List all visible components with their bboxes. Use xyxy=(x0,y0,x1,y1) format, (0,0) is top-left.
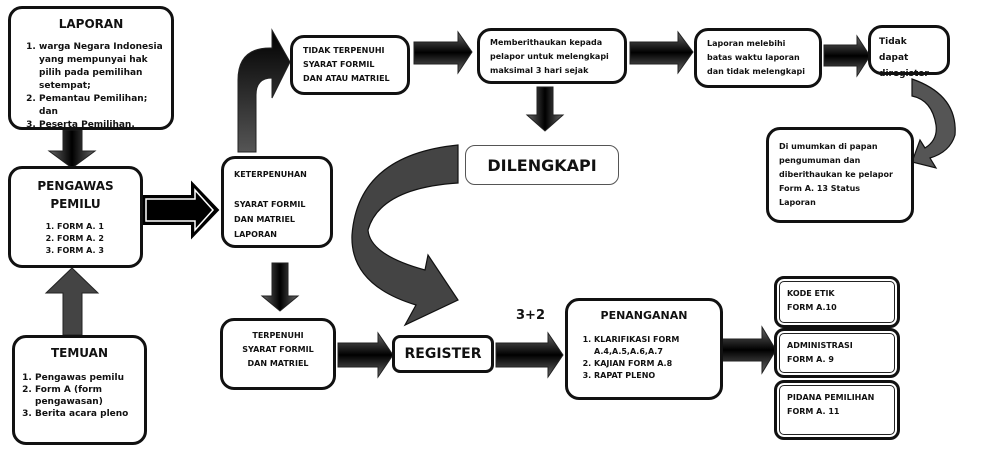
pengawas-title: PENGAWAS PEMILU xyxy=(17,177,134,213)
tidak-dapat-box: Tidak dapat diregister xyxy=(868,25,950,79)
arrow-memberitahukan-to-melebihi xyxy=(629,30,694,75)
outcome-administrasi: ADMINISTRASI FORM A. 9 xyxy=(774,328,900,378)
melebihi-line1: Laporan melebihi xyxy=(707,39,786,48)
pengawas-box: PENGAWAS PEMILU FORM A. 1 FORM A. 2 FORM… xyxy=(8,166,143,268)
temuan-item: Berita acara pleno xyxy=(35,408,138,420)
penanganan-item: KAJIAN FORM A.8 xyxy=(594,358,712,370)
penanganan-list: KLARIFIKASI FORM A.4,A.5,A.6,A.7 KAJIAN … xyxy=(576,334,712,382)
temuan-box: TEMUAN Pengawas pemilu Form A (form peng… xyxy=(12,335,147,445)
laporan-item: Peserta Pemilihan. xyxy=(39,119,163,132)
tidak-dapat-line1: Tidak dapat xyxy=(879,37,909,63)
laporan-item: warga Negara Indonesia yang mempunyai ha… xyxy=(39,41,163,93)
register-box: REGISTER xyxy=(392,335,494,373)
tidak-dapat-line2: diregister xyxy=(879,69,929,79)
days-label: 3+2 xyxy=(516,308,545,323)
temuan-list: Pengawas pemilu Form A (form pengawasan)… xyxy=(21,372,138,420)
pengawas-list: FORM A. 1 FORM A. 2 FORM A. 3 xyxy=(17,221,134,257)
memberitahukan-line3: maksimal 3 hari sejak xyxy=(490,66,589,75)
melebihi-line2: batas waktu laporan xyxy=(707,53,800,62)
arrow-melebihi-to-tidak-dapat xyxy=(823,34,871,78)
outcome-pidana: PIDANA PEMILIHAN FORM A. 11 xyxy=(774,380,900,440)
outcome-line1: PIDANA PEMILIHAN xyxy=(787,393,875,402)
terpenuhi-line3: DAN MATRIEL xyxy=(247,359,309,368)
register-label: REGISTER xyxy=(404,346,482,362)
penanganan-item: RAPAT PLENO xyxy=(594,370,712,382)
tidak-terpenuhi-line2: SYARAT FORMIL xyxy=(303,60,375,69)
diumumkan-line4: Form A. 13 Status xyxy=(779,184,861,193)
penanganan-item: KLARIFIKASI FORM A.4,A.5,A.6,A.7 xyxy=(594,334,712,358)
memberitahukan-line1: Memberithaukan kepada xyxy=(490,38,603,47)
tidak-terpenuhi-line1: TIDAK TERPENUHI xyxy=(303,46,385,55)
temuan-item: Form A (form pengawasan) xyxy=(35,384,138,408)
diumumkan-line1: Di umumkan di papan xyxy=(779,142,878,151)
arrow-dilengkapi-to-register xyxy=(351,144,459,327)
outcome-kode-etik: KODE ETIK FORM A.10 xyxy=(774,276,900,328)
melebihi-box: Laporan melebihi batas waktu laporan dan… xyxy=(694,28,822,88)
arrow-memberitahukan-to-dilengkapi xyxy=(525,86,565,132)
pengawas-item: FORM A. 1 xyxy=(57,221,134,233)
arrow-temuan-to-pengawas xyxy=(44,267,100,336)
keterpenuhan-box: KETERPENUHAN SYARAT FORMIL DAN MATRIEL L… xyxy=(221,156,333,248)
terpenuhi-line1: TERPENUHI xyxy=(252,331,304,340)
outcome-line2: FORM A. 11 xyxy=(787,407,840,416)
pengawas-item: FORM A. 2 xyxy=(57,233,134,245)
arrow-keterpenuhan-to-terpenuhi xyxy=(260,262,300,312)
pengawas-title-line1: PENGAWAS xyxy=(37,179,114,193)
dilengkapi-box: DILENGKAPI xyxy=(465,145,619,185)
terpenuhi-box: TERPENUHI SYARAT FORMIL DAN MATRIEL xyxy=(220,318,336,390)
diumumkan-box: Di umumkan di papan pengumuman dan diber… xyxy=(766,127,914,223)
memberitahukan-box: Memberithaukan kepada pelapor untuk mele… xyxy=(477,28,627,84)
laporan-box: LAPORAN warga Negara Indonesia yang memp… xyxy=(8,6,174,130)
memberitahukan-line2: pelapor untuk melengkapi xyxy=(490,52,609,61)
outcome-line2: FORM A. 9 xyxy=(787,355,834,364)
terpenuhi-line2: SYARAT FORMIL xyxy=(242,345,314,354)
diumumkan-line3: diberithaukan ke pelapor xyxy=(779,170,893,179)
dilengkapi-label: DILENGKAPI xyxy=(487,155,597,175)
pengawas-item: FORM A. 3 xyxy=(57,245,134,257)
outcome-line2: FORM A.10 xyxy=(787,303,837,312)
arrow-tidak-dapat-to-diumumkan xyxy=(911,78,956,169)
melebihi-line3: dan tidak melengkapi xyxy=(707,67,805,76)
laporan-list: warga Negara Indonesia yang mempunyai ha… xyxy=(19,41,163,132)
diumumkan-line2: pengumuman dan xyxy=(779,156,861,165)
outcome-line1: KODE ETIK xyxy=(787,289,835,298)
diumumkan-line5: Laporan xyxy=(779,198,816,207)
pengawas-title-line2: PEMILU xyxy=(50,197,101,211)
laporan-title: LAPORAN xyxy=(58,17,124,31)
penanganan-box: PENANGANAN KLARIFIKASI FORM A.4,A.5,A.6,… xyxy=(565,298,723,400)
tidak-terpenuhi-box: TIDAK TERPENUHI SYARAT FORMIL DAN ATAU M… xyxy=(290,35,410,95)
temuan-item: Pengawas pemilu xyxy=(35,372,138,384)
keterpenuhan-line3: DAN MATRIEL xyxy=(234,215,295,224)
tidak-terpenuhi-line3: DAN ATAU MATRIEL xyxy=(303,74,390,83)
keterpenuhan-line1: KETERPENUHAN xyxy=(234,170,307,179)
penanganan-title: PENANGANAN xyxy=(600,309,688,322)
arrow-terpenuhi-to-register xyxy=(337,331,394,379)
keterpenuhan-line4: LAPORAN xyxy=(234,230,277,239)
arrow-tidak-to-memberitahukan xyxy=(413,30,473,75)
outcome-line1: ADMINISTRASI xyxy=(787,341,853,350)
arrow-register-to-penanganan xyxy=(495,331,564,379)
laporan-item: Pemantau Pemilihan; dan xyxy=(39,93,163,119)
arrow-laporan-to-pengawas xyxy=(47,129,97,169)
arrow-penanganan-to-outcomes xyxy=(721,325,777,375)
keterpenuhan-line2: SYARAT FORMIL xyxy=(234,200,306,209)
arrow-keterpenuhan-to-tidak-terpenuhi xyxy=(237,28,291,153)
temuan-title: TEMUAN xyxy=(50,346,109,360)
